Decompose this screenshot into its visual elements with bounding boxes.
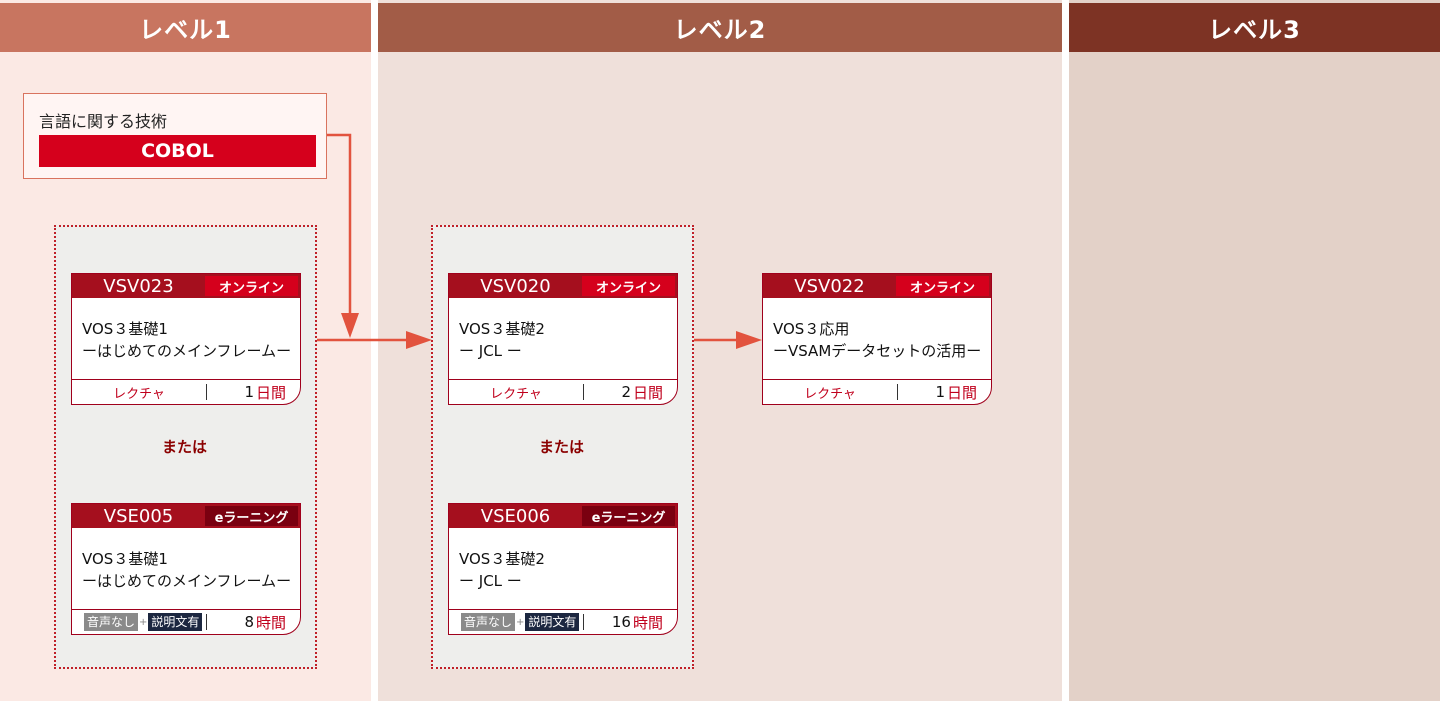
or-label-level1: または bbox=[162, 438, 208, 456]
no-audio-badge: 音声なし bbox=[461, 613, 516, 631]
course-code: VSV022 bbox=[794, 275, 865, 297]
course-title: VOS３基礎1 ーはじめてのメインフレームー bbox=[82, 318, 291, 362]
course-card-vse006[interactable]: VSE006 eラーニング VOS３基礎2 ー JCL ー 音声なし+説明文有 … bbox=[448, 503, 678, 635]
level-3-column bbox=[1069, 0, 1440, 701]
duration-value: 8 bbox=[244, 613, 254, 631]
footer-divider bbox=[206, 384, 207, 400]
description-badge: 説明文有 bbox=[525, 613, 580, 631]
footer-divider bbox=[897, 384, 898, 400]
course-code: VSV023 bbox=[103, 275, 174, 297]
delivery-tag: オンライン bbox=[205, 276, 298, 296]
course-format: レクチャ bbox=[113, 386, 165, 402]
course-title: VOS３基礎2 ー JCL ー bbox=[459, 548, 545, 592]
card-header: VSV020 オンライン bbox=[449, 274, 677, 298]
duration-unit: 日間 bbox=[946, 383, 977, 402]
plus-sign: + bbox=[516, 616, 525, 628]
course-format: レクチャ bbox=[804, 386, 856, 402]
no-audio-badge: 音声なし bbox=[84, 613, 139, 631]
duration-unit: 時間 bbox=[632, 613, 663, 632]
course-title: VOS３基礎2 ー JCL ー bbox=[459, 318, 545, 362]
course-title-line2: ーVSAMデータセットの活用ー bbox=[773, 342, 982, 360]
course-code: VSE005 bbox=[103, 505, 174, 527]
course-code: VSV020 bbox=[480, 275, 551, 297]
course-title-line1: VOS３基礎2 bbox=[459, 320, 545, 338]
or-label-level2: または bbox=[539, 438, 585, 456]
course-title-line2: ーはじめてのメインフレームー bbox=[82, 572, 292, 590]
duration-value: 16 bbox=[611, 613, 631, 631]
course-title-line1: VOS３基礎1 bbox=[82, 320, 168, 338]
course-title-line1: VOS３基礎2 bbox=[459, 550, 545, 568]
cobol-arrow-head bbox=[341, 313, 359, 338]
delivery-tag: eラーニング bbox=[582, 506, 675, 526]
delivery-tag: オンライン bbox=[582, 276, 675, 296]
language-title: 言語に関する技術 bbox=[39, 112, 168, 131]
course-card-vse005[interactable]: VSE005 eラーニング VOS３基礎1 ーはじめてのメインフレームー 音声な… bbox=[71, 503, 301, 635]
course-title: VOS３応用 ーVSAMデータセットの活用ー bbox=[773, 318, 981, 362]
duration-value: 2 bbox=[621, 383, 631, 401]
course-title-line2: ーはじめてのメインフレームー bbox=[82, 342, 292, 360]
cobol-arrow bbox=[327, 133, 352, 320]
card-header: VSE006 eラーニング bbox=[449, 504, 677, 528]
media-badges: 音声なし+説明文有 bbox=[84, 613, 203, 631]
course-title-line2: ー JCL ー bbox=[459, 572, 522, 590]
footer-divider bbox=[206, 614, 207, 630]
vsv020-to-vsv022-arrow-head bbox=[736, 331, 762, 349]
card-header: VSV022 オンライン bbox=[763, 274, 991, 298]
footer-divider bbox=[583, 384, 584, 400]
course-code: VSE006 bbox=[480, 505, 551, 527]
card-header: VSV023 オンライン bbox=[72, 274, 300, 298]
description-badge: 説明文有 bbox=[148, 613, 203, 631]
duration-unit: 日間 bbox=[255, 383, 286, 402]
course-title-line1: VOS３応用 bbox=[773, 320, 850, 338]
duration-unit: 時間 bbox=[255, 613, 286, 632]
level-2-header: レベル2 bbox=[378, 3, 1062, 52]
course-title-line2: ー JCL ー bbox=[459, 342, 522, 360]
delivery-tag: eラーニング bbox=[205, 506, 298, 526]
level1-to-level2-arrow-head bbox=[406, 331, 432, 349]
footer-divider bbox=[583, 614, 584, 630]
media-badges: 音声なし+説明文有 bbox=[461, 613, 580, 631]
delivery-tag: オンライン bbox=[896, 276, 989, 296]
duration-unit: 日間 bbox=[632, 383, 663, 402]
level-3-header: レベル3 bbox=[1069, 3, 1440, 52]
level-1-header: レベル1 bbox=[0, 3, 371, 52]
card-header: VSE005 eラーニング bbox=[72, 504, 300, 528]
course-card-vsv022[interactable]: VSV022 オンライン VOS３応用 ーVSAMデータセットの活用ー レクチャ… bbox=[762, 273, 992, 405]
cobol-link[interactable]: COBOL bbox=[39, 135, 316, 167]
course-title: VOS３基礎1 ーはじめてのメインフレームー bbox=[82, 548, 291, 592]
course-title-line1: VOS３基礎1 bbox=[82, 550, 168, 568]
language-prereq-box: 言語に関する技術 COBOL bbox=[23, 93, 327, 179]
duration-value: 1 bbox=[244, 383, 254, 401]
course-format: レクチャ bbox=[490, 386, 542, 402]
course-card-vsv023[interactable]: VSV023 オンライン VOS３基礎1 ーはじめてのメインフレームー レクチャ… bbox=[71, 273, 301, 405]
duration-value: 1 bbox=[935, 383, 945, 401]
plus-sign: + bbox=[139, 616, 148, 628]
